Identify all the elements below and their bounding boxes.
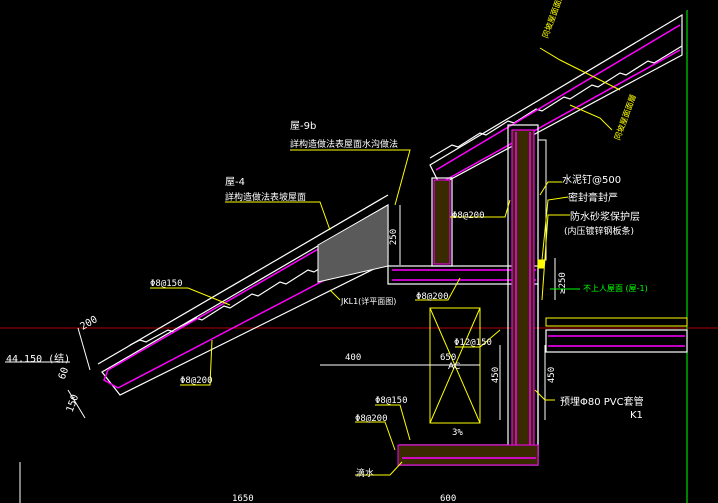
leader-r4 — [415, 277, 461, 301]
waterproof-layer — [545, 317, 688, 327]
label-wu-4-note: 詳构造做法表坡屋面 — [225, 193, 307, 203]
rebar-label-6: Φ8@150 — [375, 396, 408, 406]
dim-400: 400 — [345, 353, 362, 363]
leader-wu4 — [225, 201, 331, 231]
dim-bottom-2: 600 — [440, 494, 457, 503]
flashing-marker — [537, 259, 545, 269]
leader-r2 — [180, 339, 213, 386]
rebar-label-3: Φ8@200 — [452, 211, 485, 221]
beam-infill-hatch — [317, 204, 389, 283]
rebar-label-7: Φ8@200 — [355, 414, 388, 424]
dim-450a: 450 — [491, 366, 502, 384]
leader-pvc — [534, 389, 555, 401]
gutter-wall-hatch — [433, 179, 451, 265]
leader-r3 — [450, 199, 511, 218]
rebar-label-4: Φ8@200 — [416, 292, 449, 302]
leader-roof-second — [569, 104, 613, 131]
roof-slab-right — [429, 13, 683, 186]
rebar-label-5: Φ12@150 — [454, 338, 492, 348]
dim-250a: 250 — [389, 228, 400, 246]
roof-tiles-right — [429, 45, 683, 159]
label-unused-roof: 不上人屋面 (屋-1) — [583, 284, 648, 293]
leader-wu9b — [290, 149, 411, 206]
slope-label: 3% — [452, 428, 463, 438]
label-pvc: 预埋Φ80 PVC套管 — [560, 397, 644, 408]
label-ac: AC — [448, 362, 461, 372]
dim-250b: ≥250 — [557, 272, 568, 294]
label-wu-4: 屋-4 — [225, 177, 245, 188]
lower-beam-hatch — [397, 444, 539, 466]
label-mortar-1: 防水砂浆保护层 — [570, 212, 640, 223]
dim-line-200 — [77, 327, 91, 371]
rebar-label-2: Φ8@200 — [180, 376, 213, 386]
parapet — [537, 139, 547, 261]
leader-roof-top — [539, 47, 621, 91]
label-drip: 滴水 — [356, 469, 375, 479]
rebar-right-top — [435, 24, 681, 171]
roof-tile-line-left — [97, 194, 389, 365]
rebar-hook-left — [103, 369, 119, 389]
gutter-upstand-wall — [431, 177, 453, 267]
leader-drip — [355, 461, 403, 476]
elevation-label: 44.150 (结) — [6, 354, 71, 365]
dim-bottom-1: 1650 — [232, 494, 254, 503]
label-k1: K1 — [630, 410, 643, 421]
label-nail: 水泥钉@500 — [562, 175, 622, 186]
rebar-label-1: Φ8@150 — [150, 279, 183, 289]
dim-450b: 450 — [547, 366, 558, 384]
leader-mortar — [541, 214, 570, 301]
dim-650: 650 — [440, 353, 457, 363]
right-floor-slab — [545, 329, 688, 353]
label-beam: JKL1(详平面图) — [341, 297, 397, 306]
label-mortar-2: (内压镀锌钢板条) — [564, 227, 635, 237]
leader-r1 — [150, 287, 231, 306]
dim-line-150 — [67, 389, 86, 419]
rebar-right-bottom — [441, 49, 681, 183]
leader-seal — [541, 196, 569, 261]
label-wu-9b: 屋-9b — [290, 121, 317, 132]
leader-beam — [329, 289, 341, 301]
leader-nail — [539, 181, 562, 196]
label-wu-9b-note: 詳构造做法表屋面水沟做法 — [290, 140, 399, 150]
leader-r5 — [455, 329, 501, 348]
label-seal: 密封膏封严 — [568, 193, 618, 204]
leader-r6 — [375, 404, 411, 441]
leader-r7 — [355, 421, 396, 451]
